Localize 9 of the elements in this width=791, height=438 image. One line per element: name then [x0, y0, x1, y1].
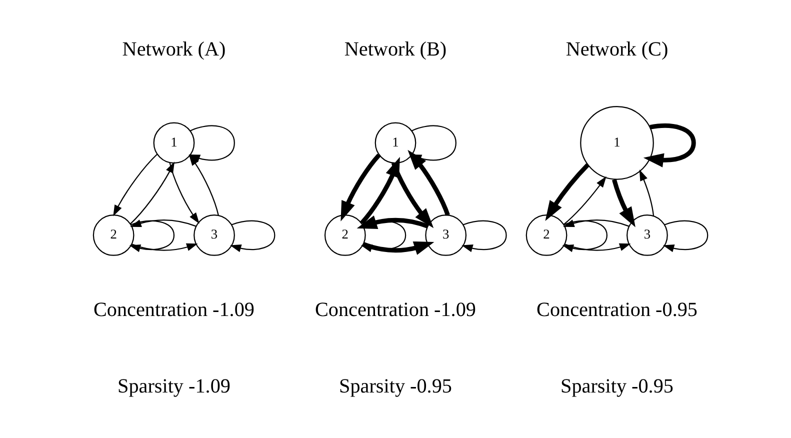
label: Network (B): [344, 38, 447, 61]
label: Concentration -1.09: [315, 299, 476, 322]
label: Sparsity -1.09: [118, 375, 230, 398]
label: Concentration -0.95: [536, 299, 698, 322]
label: Sparsity -0.95: [339, 375, 452, 398]
label: Concentration -1.09: [94, 299, 254, 322]
label: Network (C): [566, 38, 668, 61]
label: Sparsity -0.95: [560, 375, 674, 398]
label: Network (A): [122, 38, 226, 61]
